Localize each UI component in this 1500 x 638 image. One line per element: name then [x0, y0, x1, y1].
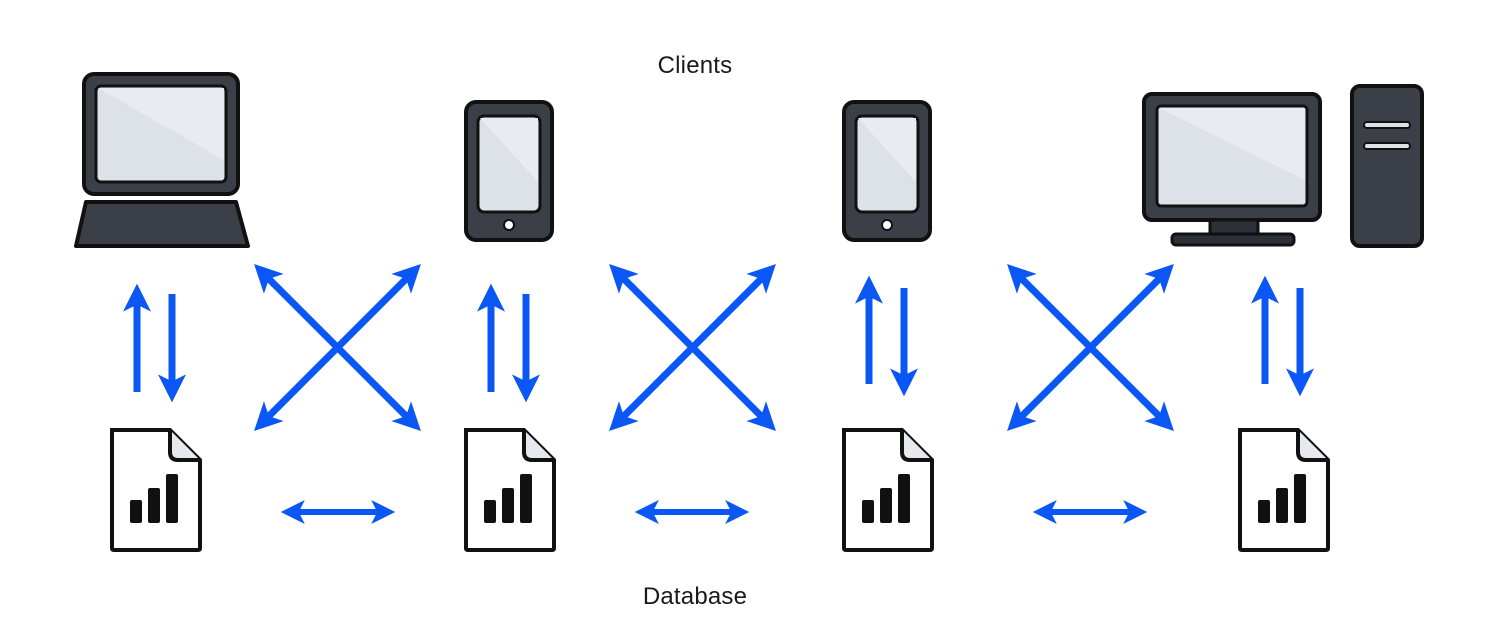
- diagonal-double-arrow: [609, 264, 776, 431]
- database-file-icon: [1238, 428, 1330, 552]
- diagonal-double-arrow: [1007, 264, 1174, 431]
- tablet-icon: [464, 100, 554, 242]
- database-file-icon: [464, 428, 556, 552]
- tablet-icon: [842, 100, 932, 242]
- database-label: Database: [642, 583, 748, 610]
- clients-label: Clients: [657, 52, 733, 79]
- laptop-icon: [74, 72, 250, 248]
- diagonal-double-arrow: [254, 264, 421, 431]
- desktop-computer-icon: [1142, 84, 1424, 248]
- database-file-icon: [110, 428, 202, 552]
- database-file-icon: [842, 428, 934, 552]
